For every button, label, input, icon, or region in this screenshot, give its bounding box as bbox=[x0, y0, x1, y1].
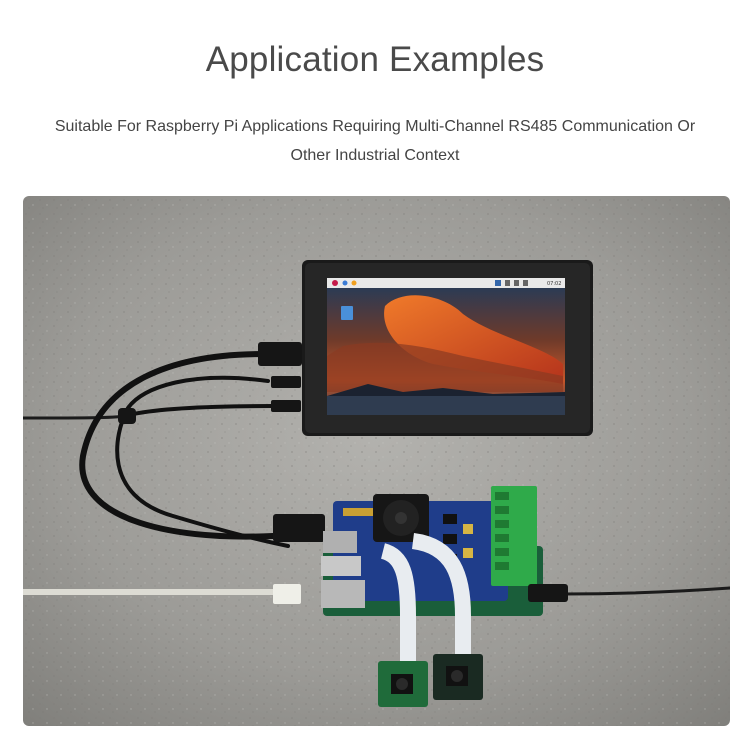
page-subtitle: Suitable For Raspberry Pi Applications R… bbox=[10, 112, 740, 170]
trash-icon bbox=[341, 306, 353, 320]
screen-clock: 07:02 bbox=[547, 281, 561, 287]
subtitle-line-1: Suitable For Raspberry Pi Applications R… bbox=[54, 118, 696, 135]
camera-ribbon-cables bbox=[380, 533, 471, 666]
page-title: Application Examples bbox=[205, 40, 545, 79]
monitor-plugs bbox=[258, 342, 302, 412]
taskbar bbox=[327, 278, 565, 288]
cables bbox=[23, 351, 730, 596]
camera-modules bbox=[378, 654, 483, 707]
subtitle-line-2: Other Industrial Context bbox=[290, 147, 460, 164]
application-photo: 07:02 bbox=[23, 196, 730, 726]
touch-display: 07:02 bbox=[302, 260, 593, 436]
